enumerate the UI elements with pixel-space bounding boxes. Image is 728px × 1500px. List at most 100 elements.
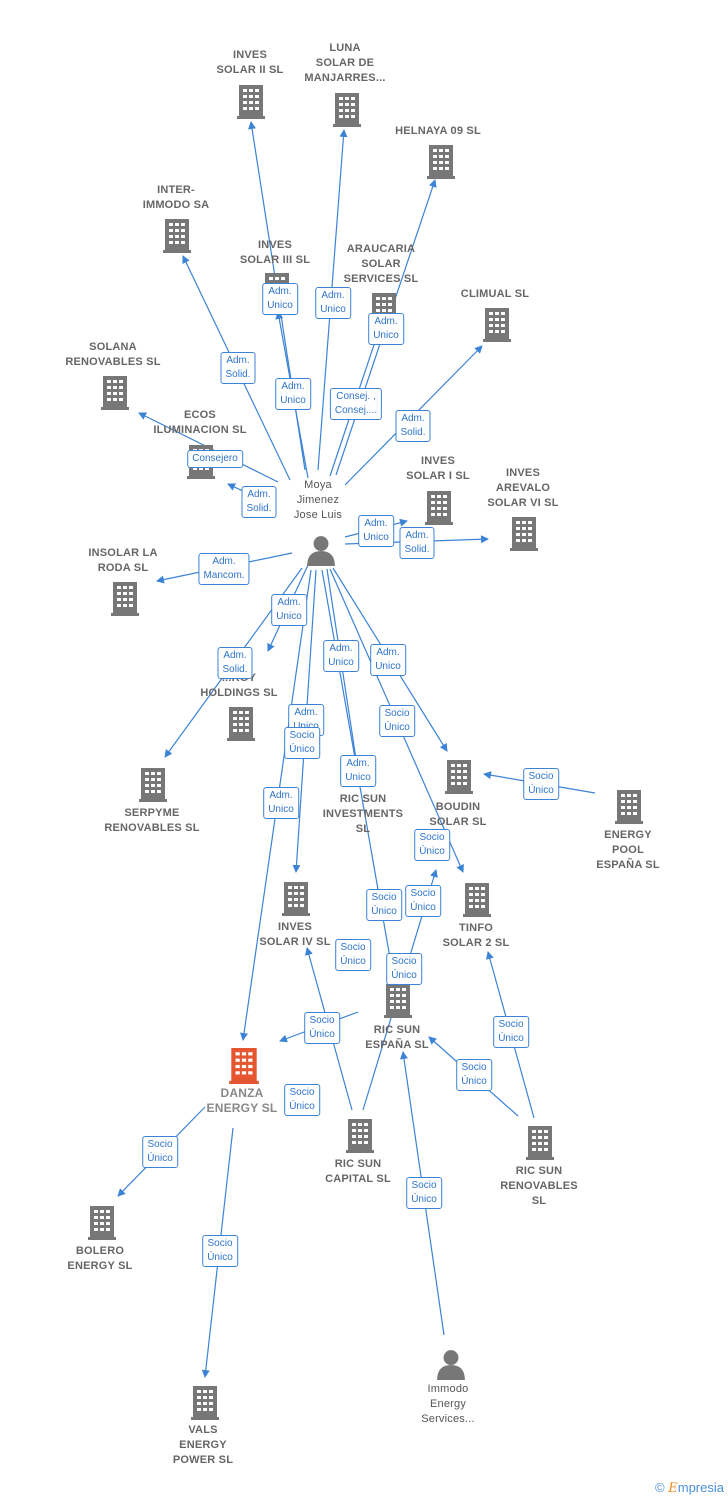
relation-label: Adm. Unico <box>271 594 307 626</box>
building-icon <box>163 219 191 253</box>
relation-label: Consej. , Consej.... <box>329 388 383 420</box>
relation-label: Socio Único <box>493 1016 529 1048</box>
relation-label: Socio Único <box>284 1084 320 1116</box>
company-name: ENERGY POOL ESPAÑA SL <box>596 829 660 871</box>
person-icon <box>435 1348 467 1380</box>
copyright-symbol: © <box>655 1480 665 1495</box>
person-node[interactable]: Immodo Energy Services... <box>378 1382 518 1427</box>
relation-label: Adm. Solid. <box>399 527 435 559</box>
relation-label: Socio Único <box>523 768 559 800</box>
building-icon <box>111 582 139 616</box>
company-name: INVES SOLAR II SL <box>216 49 284 76</box>
relation-label: Socio Único <box>304 1012 340 1044</box>
company-node[interactable]: ARAUCARIA SOLAR SERVICES SL <box>311 242 451 287</box>
company-node[interactable]: RIC SUN ESPAÑA SL <box>327 1023 467 1053</box>
company-node[interactable]: INVES SOLAR IV SL <box>225 920 365 950</box>
company-name: RIC SUN CAPITAL SL <box>325 1158 391 1185</box>
company-name: BOLERO ENERGY SL <box>67 1245 133 1272</box>
relation-label: Adm. Unico <box>323 640 359 672</box>
relation-label: Socio Único <box>379 705 415 737</box>
relation-label: Adm. Unico <box>315 287 351 319</box>
company-name: BOUDIN SOLAR SL <box>429 801 487 828</box>
relation-label: Adm. Unico <box>262 283 298 315</box>
company-name: RIC SUN INVESTMENTS SL <box>322 793 404 835</box>
company-node[interactable]: RIC SUN RENOVABLES SL <box>469 1164 609 1209</box>
company-name: DANZA ENERGY SL <box>206 1086 278 1115</box>
relation-label: Socio Único <box>202 1235 238 1267</box>
relation-label: Socio Único <box>142 1136 178 1168</box>
relation-label: Adm. Solid. <box>241 486 277 518</box>
building-icon <box>526 1126 554 1160</box>
building-icon <box>191 1386 219 1420</box>
company-node[interactable]: RIC SUN CAPITAL SL <box>288 1157 428 1187</box>
company-node[interactable]: CLIMUAL SL <box>425 287 565 302</box>
building-icon <box>88 1206 116 1240</box>
company-name: INTER- IMMODO SA <box>142 184 210 211</box>
relation-label: Adm. Unico <box>370 644 406 676</box>
company-node[interactable]: TINFO SOLAR 2 SL <box>406 921 546 951</box>
company-name: SOLANA RENOVABLES SL <box>65 341 161 368</box>
company-node[interactable]: BOUDIN SOLAR SL <box>388 800 528 830</box>
relation-label: Socio Único <box>456 1059 492 1091</box>
building-icon <box>510 517 538 551</box>
company-name: TINFO SOLAR 2 SL <box>442 922 510 949</box>
company-name: RIC SUN ESPAÑA SL <box>365 1024 429 1051</box>
building-icon <box>229 1048 259 1084</box>
company-node-focus[interactable]: DANZA ENERGY SL <box>172 1086 312 1116</box>
company-name: RIC SUN RENOVABLES SL <box>500 1165 578 1207</box>
company-node[interactable]: BOLERO ENERGY SL <box>30 1244 170 1274</box>
building-icon <box>483 308 511 342</box>
company-name: INVES AREVALO SOLAR VI SL <box>487 467 559 509</box>
building-icon <box>237 85 265 119</box>
building-icon <box>346 1119 374 1153</box>
company-node[interactable]: INVES SOLAR I SL <box>368 454 508 484</box>
company-node[interactable]: INSOLAR LA RODA SL <box>53 546 193 576</box>
building-icon <box>425 491 453 525</box>
relation-label: Socio Único <box>406 1177 442 1209</box>
building-icon <box>427 145 455 179</box>
relation-label: Adm. Unico <box>358 515 394 547</box>
building-icon <box>615 790 643 824</box>
company-name: INVES SOLAR I SL <box>406 455 470 482</box>
building-icon <box>139 768 167 802</box>
relation-label: Socio Único <box>405 885 441 917</box>
company-node[interactable]: SERPYME RENOVABLES SL <box>82 806 222 836</box>
company-name: CLIMUAL SL <box>460 288 530 300</box>
company-node[interactable]: ENERGY POOL ESPAÑA SL <box>558 828 698 873</box>
company-name: HELNAYA 09 SL <box>395 125 481 137</box>
building-icon <box>445 760 473 794</box>
company-name: INVES SOLAR III SL <box>239 239 311 266</box>
building-icon <box>333 93 361 127</box>
company-node[interactable]: LUNA SOLAR DE MANJARRES... <box>275 41 415 86</box>
relation-label: Consejero <box>187 450 243 468</box>
relation-label: Adm. Solid. <box>217 647 253 679</box>
building-icon <box>101 376 129 410</box>
relation-label: Adm. Mancom. <box>198 553 250 585</box>
building-icon <box>227 707 255 741</box>
relation-label: Socio Único <box>414 829 450 861</box>
company-node[interactable]: INTER- IMMODO SA <box>106 183 246 213</box>
relation-label: Socio Único <box>366 889 402 921</box>
company-node[interactable]: HELNAYA 09 SL <box>368 124 508 139</box>
relation-label: Adm. Unico <box>263 787 299 819</box>
relation-label: Socio Único <box>335 939 371 971</box>
company-node[interactable]: INVES SOLAR II SL <box>180 48 320 78</box>
company-node[interactable]: SOLANA RENOVABLES SL <box>43 340 183 370</box>
company-name: ECOS ILUMINACION SL <box>153 409 247 436</box>
person-name: Immodo Energy Services... <box>421 1383 475 1425</box>
brand-name: mpresia <box>677 1480 724 1495</box>
company-node[interactable]: INVES AREVALO SOLAR VI SL <box>453 466 593 511</box>
company-node[interactable]: VALS ENERGY POWER SL <box>133 1423 273 1468</box>
company-name: ARAUCARIA SOLAR SERVICES SL <box>343 243 419 285</box>
company-node[interactable]: ECOS ILUMINACION SL <box>130 408 270 438</box>
person-icon <box>305 534 337 566</box>
brand-initial: E <box>668 1481 678 1496</box>
person-node[interactable]: Moya Jimenez Jose Luis <box>248 478 388 523</box>
company-name: VALS ENERGY POWER SL <box>172 1424 234 1466</box>
company-node[interactable]: RIC SUN INVESTMENTS SL <box>293 792 433 837</box>
relation-label: Adm. Unico <box>368 313 404 345</box>
company-name: INSOLAR LA RODA SL <box>88 547 158 574</box>
company-node[interactable]: INVES SOLAR III SL <box>205 238 345 268</box>
relation-label: Adm. Solid. <box>395 410 431 442</box>
